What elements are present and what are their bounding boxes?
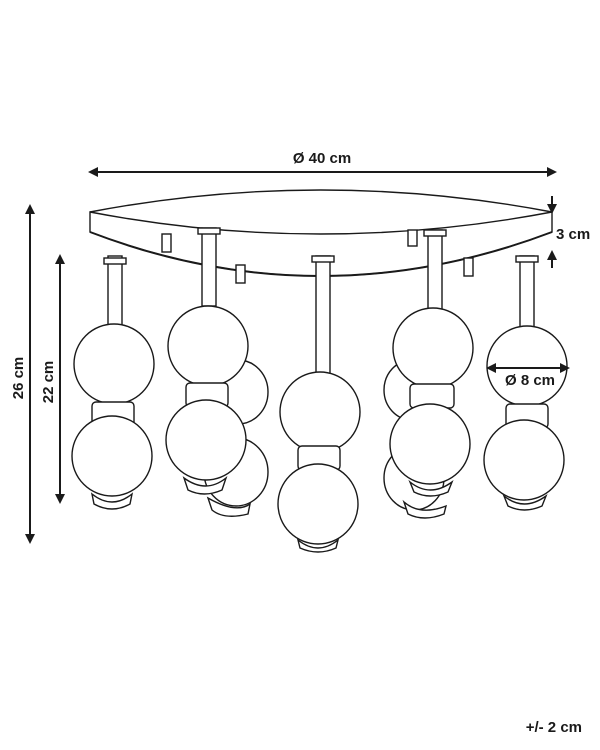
globe-diameter-dimension: Ø 8 cm <box>486 363 570 389</box>
total-height-label: 26 cm <box>10 357 27 400</box>
tolerance-note: +/- 2 cm <box>525 719 582 736</box>
screw-icon <box>235 264 246 284</box>
canopy-height-dimension: 3 cm <box>547 196 590 268</box>
canopy-height-label: 3 cm <box>556 226 590 243</box>
pendant-3 <box>277 255 361 553</box>
pendant-4 <box>389 229 474 497</box>
drop-height-dimension: 22 cm <box>40 254 65 504</box>
drop-height-label: 22 cm <box>40 361 57 404</box>
pendant-1 <box>71 255 155 510</box>
canopy-diameter-label: Ø 40 cm <box>293 150 351 167</box>
pendant-2 <box>165 227 249 495</box>
screw-icon <box>463 257 474 277</box>
globe-diameter-label: Ø 8 cm <box>505 372 555 389</box>
screw-icon <box>407 229 418 247</box>
screw-icon <box>161 233 172 253</box>
pendant-5 <box>483 255 568 511</box>
total-height-dimension: 26 cm <box>10 204 35 544</box>
canopy-diameter-dimension: Ø 40 cm <box>88 150 557 177</box>
